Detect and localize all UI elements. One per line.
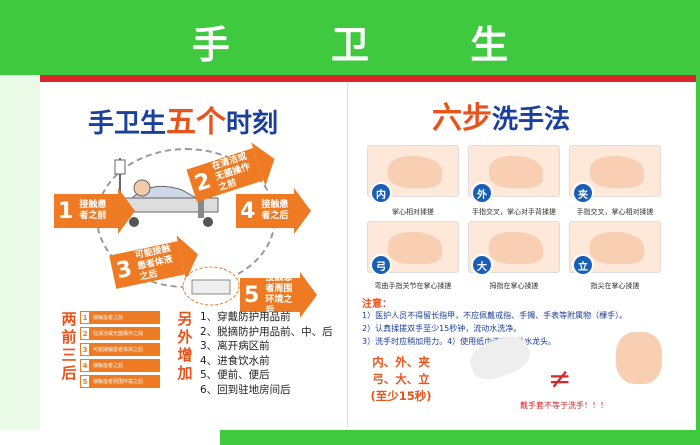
washing-hands-image (616, 332, 662, 384)
moment-label: 接触患者周围环境之后 (265, 273, 293, 316)
mini-num: 1 (80, 311, 90, 324)
step-caption: 弯曲手指关节在掌心揉搓 (374, 282, 452, 290)
hand-icon (388, 156, 442, 188)
mnemonic-line: (至少15秒) (370, 389, 432, 403)
moment-number: 1 (58, 198, 74, 224)
step-badge: 内 (370, 182, 392, 204)
step-caption: 指尖在掌心揉搓 (590, 282, 640, 290)
not-equal-icon: ≠ (548, 362, 572, 395)
two-before-three-after: 两前三后 (60, 310, 78, 382)
note-title: 注意： (362, 299, 392, 310)
step-badge: 夹 (572, 182, 594, 204)
moment-number: 2 (191, 167, 214, 197)
moment-1-arrow: 1 接触患者之前 (54, 188, 135, 234)
step-caption: 拇指在掌心揉搓 (489, 282, 539, 290)
step-badge: 外 (471, 182, 493, 204)
mini-num: 5 (80, 375, 90, 388)
step-badge: 立 (572, 254, 594, 276)
mini-text: 接触患者周围环境之后 (93, 379, 144, 385)
hand-icon (590, 232, 644, 264)
mini-text: 接触患者之后 (93, 363, 124, 369)
moment-5-arrow: 5 接触患者周围环境之后 (240, 272, 317, 318)
step-image (569, 145, 661, 197)
heading-six: 六步 (432, 101, 492, 136)
mini-num: 2 (80, 327, 90, 340)
extra-label: 另外增加 (176, 310, 194, 382)
heading-part: 手卫生 (88, 109, 167, 139)
extra-item: 2、脱摘防护用品前、中、后 (200, 325, 333, 338)
glove-warning: 戴手套不等于洗手！！！ (520, 401, 608, 410)
note-line: 1）医护人员不得留长指甲，不应佩戴戒指、手镯、手表等附属物（棵手）。 (362, 311, 628, 320)
mini-num: 4 (80, 359, 90, 372)
moment-number: 4 (240, 198, 256, 224)
hand-icon (489, 232, 543, 264)
mnemonic-line: 弓、大、立 (372, 372, 430, 386)
step-image (468, 221, 560, 273)
column-divider (347, 82, 348, 427)
heading-part: 时刻 (226, 109, 279, 139)
bottom-white-strip (0, 430, 220, 445)
mnemonic-line: 内、外、夹 (372, 355, 430, 369)
extra-item: 3、离开病区前 (200, 340, 270, 352)
vertical-label: 两前三后 (61, 310, 77, 382)
moment-number: 3 (114, 256, 135, 284)
hand-icon (590, 156, 644, 188)
moment-number: 5 (244, 282, 260, 308)
step-caption: 掌心相对揉搓 (392, 208, 434, 216)
extra-item: 6、回到驻地房间后 (200, 383, 291, 396)
mini-text: 接触患者之前 (93, 315, 124, 321)
hand-icon (388, 232, 442, 264)
hand-icon (489, 156, 543, 188)
mini-text: 可能接触患者体液之后 (93, 347, 144, 353)
note-line: 2）认真揉搓双手至少15秒钟，流动水洗净。 (362, 324, 522, 333)
notes-block: 1）医护人员不得留长指甲，不应佩戴戒指、手镯、手表等附属物（棵手）。 2）认真揉… (362, 309, 692, 348)
step-caption: 手指交叉，掌心相对揉搓 (576, 208, 654, 216)
heading-part: 洗手法 (492, 105, 571, 135)
heading-five: 五个 (166, 105, 227, 140)
mini-text: 在清洁或无菌操作之前 (93, 331, 144, 337)
step-badge: 弓 (370, 254, 392, 276)
note-line: 3）洗手时应稍加用力。4）使用纸巾干手并关水龙头。 (362, 337, 557, 346)
extra-moments-list: 1、穿戴防护用品前 2、脱摘防护用品前、中、后 3、离开病区前 4、进食饮水前 … (200, 310, 333, 397)
moment-label: 接触患者之前 (79, 200, 107, 221)
moment-label: 接触患者之后 (261, 200, 289, 221)
extra-item: 1、穿戴防护用品前 (200, 311, 291, 323)
step-badge: 大 (471, 254, 493, 276)
moment-4-arrow: 4 接触患者之后 (236, 188, 311, 234)
left-margin-strip (0, 75, 40, 430)
mnemonic: 内、外、夹 弓、大、立 (至少15秒) (360, 354, 442, 405)
extra-item: 5、便前、便后 (200, 369, 270, 381)
five-moments-heading: 手卫生五个时刻 (88, 97, 278, 141)
page-title: 手 卫 生 (191, 23, 553, 67)
red-top-bar (40, 75, 696, 82)
step-image (367, 145, 459, 197)
vertical-label: 另外增加 (177, 310, 193, 382)
six-step-heading: 六步洗手法 (432, 93, 570, 137)
bedside-environment-illustration (182, 266, 240, 306)
extra-item: 4、进食饮水前 (200, 354, 270, 367)
mini-num: 3 (80, 343, 90, 356)
step-caption: 手指交叉，掌心对手背揉搓 (472, 208, 556, 216)
